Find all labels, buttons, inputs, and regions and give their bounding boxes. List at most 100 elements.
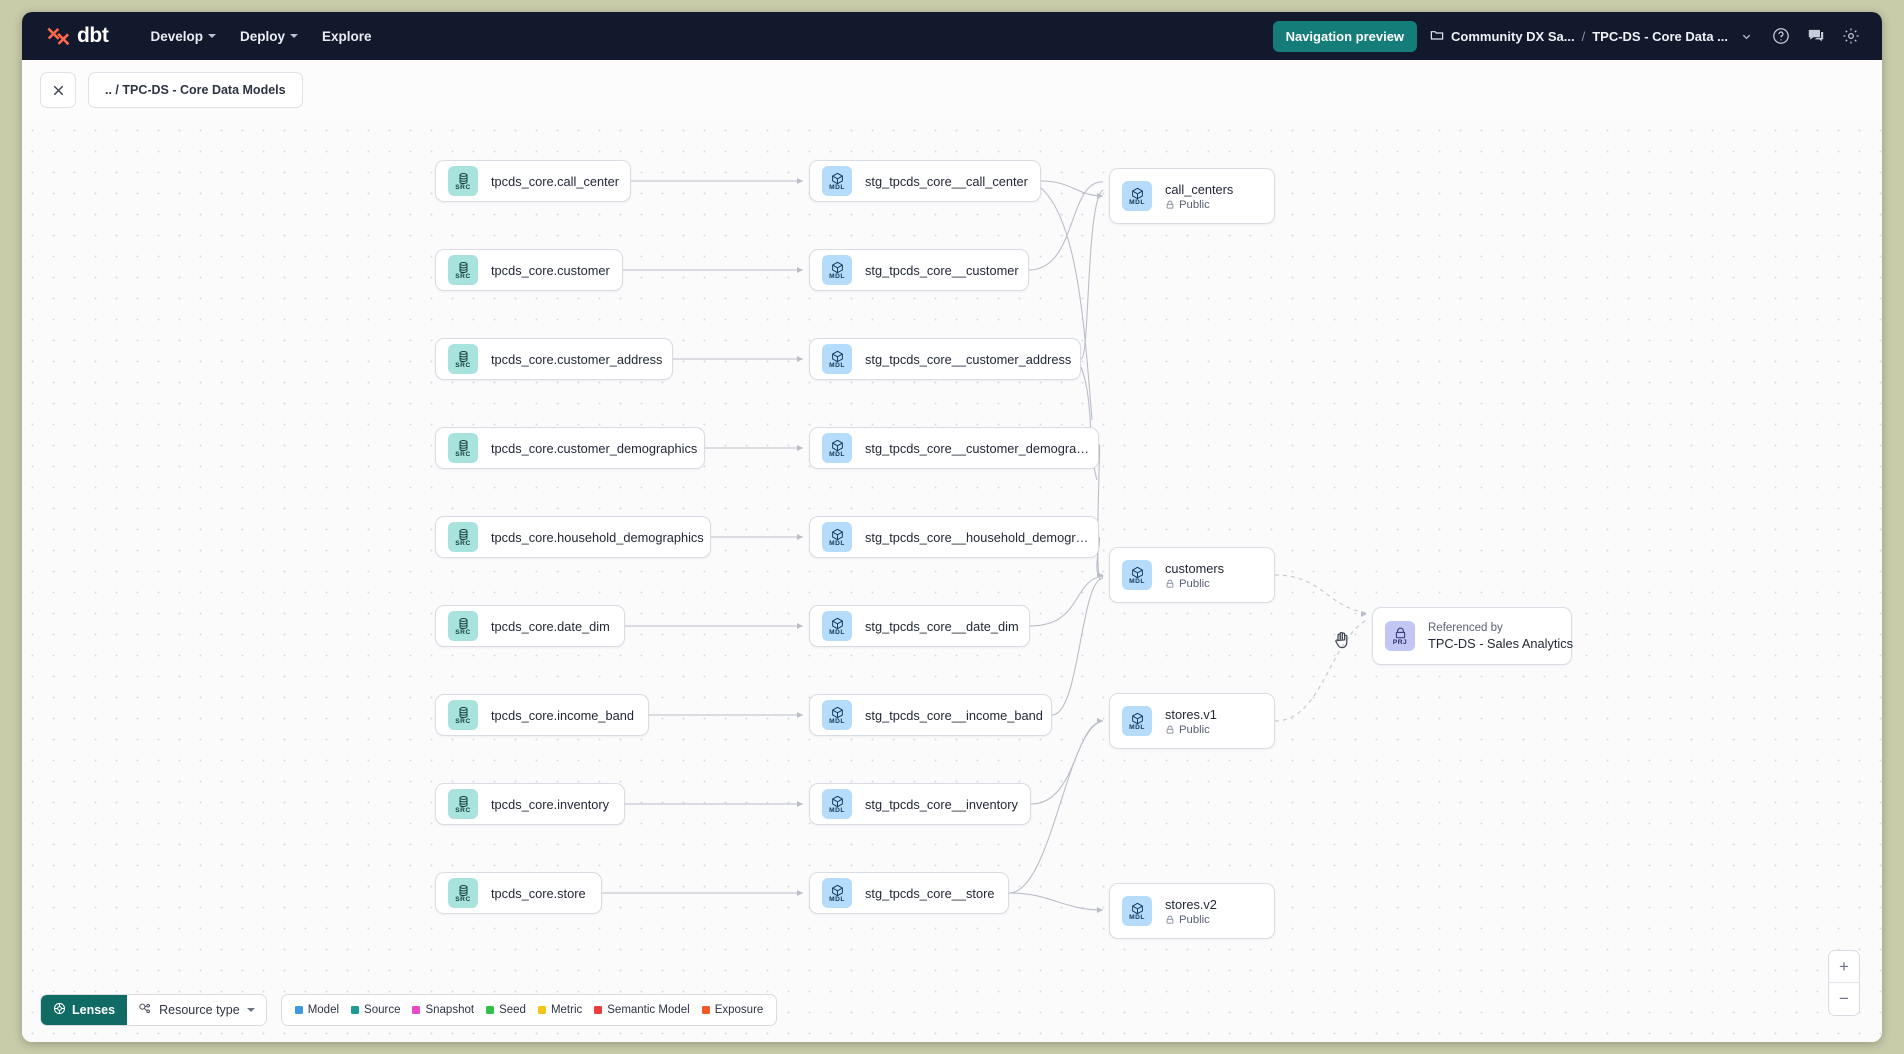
source-badge-icon: SRC	[448, 700, 478, 730]
model-badge-icon: MDL	[822, 433, 852, 463]
node-label: tpcds_core.call_center	[491, 173, 620, 189]
nav-item-explore[interactable]: Explore	[310, 23, 384, 50]
breadcrumb-pill[interactable]: .. / TPC-DS - Core Data Models	[88, 72, 303, 108]
node-label: tpcds_core.customer_demographics	[491, 440, 698, 456]
lineage-node-stg_customer_demographics[interactable]: MDL stg_tpcds_core__customer_demogra…	[809, 427, 1099, 469]
zoom-controls: + −	[1828, 950, 1860, 1016]
legend-item-source[interactable]: Source	[351, 1004, 400, 1016]
lineage-node-src_customer[interactable]: SRC tpcds_core.customer	[435, 249, 623, 291]
legend-label: Metric	[550, 1004, 583, 1016]
model-badge-icon: MDL	[822, 522, 852, 552]
navigation-preview-button[interactable]: Navigation preview	[1272, 20, 1418, 52]
nav-deploy-label: Deploy	[239, 28, 285, 44]
mouse-cursor-hand-icon	[1334, 630, 1352, 655]
node-access-label: Public	[1179, 577, 1210, 590]
breadcrumb-project[interactable]: TPC-DS - Core Data ...	[1592, 28, 1728, 44]
legend-swatch-icon	[537, 1006, 546, 1014]
resource-type-label: Resource type	[159, 1003, 240, 1017]
legend-label: Snapshot	[425, 1004, 475, 1016]
nav-develop-label: Develop	[150, 28, 203, 44]
legend-item-seed[interactable]: Seed	[486, 1004, 526, 1016]
node-label: stg_tpcds_core__household_demogr…	[865, 529, 1089, 545]
legend-item-model[interactable]: Model	[294, 1004, 340, 1016]
legend-label: Seed	[499, 1004, 526, 1016]
chevron-down-icon[interactable]	[1735, 25, 1757, 47]
node-access-label: Public	[1179, 198, 1210, 211]
feedback-icon[interactable]	[1805, 25, 1827, 47]
model-badge-icon: MDL	[822, 789, 852, 819]
close-button[interactable]	[40, 72, 76, 108]
nav-item-develop[interactable]: Develop	[138, 23, 228, 50]
gear-icon[interactable]	[1840, 25, 1862, 47]
legend-label: Semantic Model	[607, 1004, 690, 1016]
lineage-node-src_customer_demographics[interactable]: SRC tpcds_core.customer_demographics	[435, 427, 705, 469]
legend-item-semantic-model[interactable]: Semantic Model	[594, 1004, 690, 1016]
legend-item-exposure[interactable]: Exposure	[701, 1004, 763, 1016]
model-badge-icon: MDL	[822, 611, 852, 641]
node-label: stg_tpcds_core__customer	[865, 262, 1019, 278]
legend-swatch-icon	[701, 1006, 710, 1014]
dbt-logo[interactable]: dbt	[46, 24, 109, 48]
source-badge-icon: SRC	[448, 433, 478, 463]
lineage-node-stg_household_demographics[interactable]: MDL stg_tpcds_core__household_demogr…	[809, 516, 1099, 558]
legend-item-snapshot[interactable]: Snapshot	[412, 1004, 474, 1016]
legend-swatch-icon	[412, 1006, 421, 1014]
node-label: tpcds_core.customer	[491, 262, 610, 278]
legend-item-metric[interactable]: Metric	[537, 1004, 583, 1016]
breadcrumb-separator: /	[1581, 28, 1586, 44]
dbt-x-icon	[46, 24, 70, 48]
lenses-icon	[53, 1002, 66, 1018]
legend-swatch-icon	[486, 1006, 495, 1014]
help-icon[interactable]	[1770, 25, 1792, 47]
resource-type-legend: Model Source Snapshot Seed Metric Semantic Mo…	[280, 994, 778, 1026]
node-access: Public	[1165, 724, 1217, 736]
model-badge-icon: MDL	[1122, 896, 1152, 926]
node-access: Public	[1165, 199, 1233, 211]
resource-type-filter[interactable]: Resource type	[127, 995, 266, 1025]
node-access: Public	[1165, 914, 1217, 926]
source-badge-icon: SRC	[448, 789, 478, 819]
legend-label: Model	[307, 1004, 340, 1016]
node-label: tpcds_core.date_dim	[491, 618, 610, 634]
zoom-out-button[interactable]: −	[1839, 989, 1849, 1008]
lineage-node-src_call_center[interactable]: SRC tpcds_core.call_center	[435, 160, 631, 202]
node-label: stg_tpcds_core__store	[865, 885, 995, 901]
breadcrumb-account[interactable]: Community DX Sa...	[1451, 28, 1575, 44]
node-title: TPC-DS - Sales Analytics	[1428, 635, 1574, 651]
source-badge-icon: SRC	[448, 255, 478, 285]
lenses-button[interactable]: Lenses	[41, 995, 128, 1025]
source-badge-icon: SRC	[448, 166, 478, 196]
breadcrumb: Community DX Sa... / TPC-DS - Core Data …	[1430, 25, 1757, 47]
model-badge-icon: MDL	[822, 344, 852, 374]
node-label: stg_tpcds_core__customer_demogra…	[865, 440, 1090, 456]
source-badge-icon: SRC	[448, 344, 478, 374]
node-access-label: Public	[1179, 913, 1210, 926]
zoom-in-button[interactable]: +	[1829, 951, 1859, 983]
chevron-down-icon	[290, 34, 298, 38]
nav-item-deploy[interactable]: Deploy	[228, 23, 310, 50]
